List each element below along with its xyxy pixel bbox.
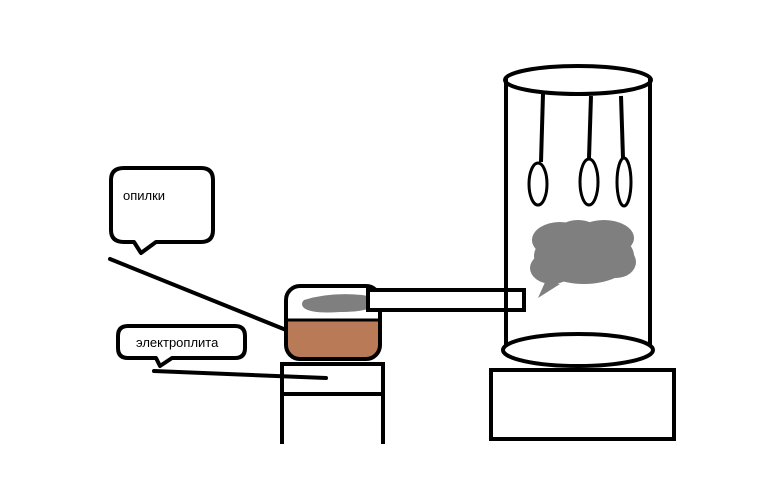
sample-rod-2 (587, 95, 593, 159)
hotplate-callout: электроплита (116, 324, 328, 380)
hotplate-pointer-line (152, 369, 328, 380)
cylinder-smoke (530, 220, 636, 298)
hotplate (280, 362, 385, 444)
hotplate-callout-bubble (116, 324, 247, 368)
sample-loop-2 (578, 157, 600, 207)
sample-rod-1 (539, 93, 545, 163)
glass-cylinder (501, 64, 655, 368)
flask-smoke (302, 294, 377, 313)
sawdust-label: опилки (123, 188, 165, 203)
cylinder-bottom-rim (501, 332, 655, 368)
sawdust-pointer-line (108, 257, 308, 340)
sample-loop-3 (615, 156, 633, 208)
sample-loop-1 (527, 161, 549, 207)
cylinder-stand (489, 368, 676, 441)
hotplate-body (280, 362, 385, 396)
sawdust-callout: опилки (108, 166, 308, 340)
sawdust-fill (287, 320, 379, 358)
sawdust-callout-bubble (109, 166, 215, 255)
hotplate-label: электроплита (136, 335, 219, 350)
gas-tube (366, 288, 526, 312)
hanging-samples (527, 93, 633, 208)
sample-rod-3 (619, 95, 625, 159)
cylinder-top-rim (503, 64, 653, 96)
flask-outline (284, 284, 382, 361)
heating-flask (284, 284, 382, 361)
